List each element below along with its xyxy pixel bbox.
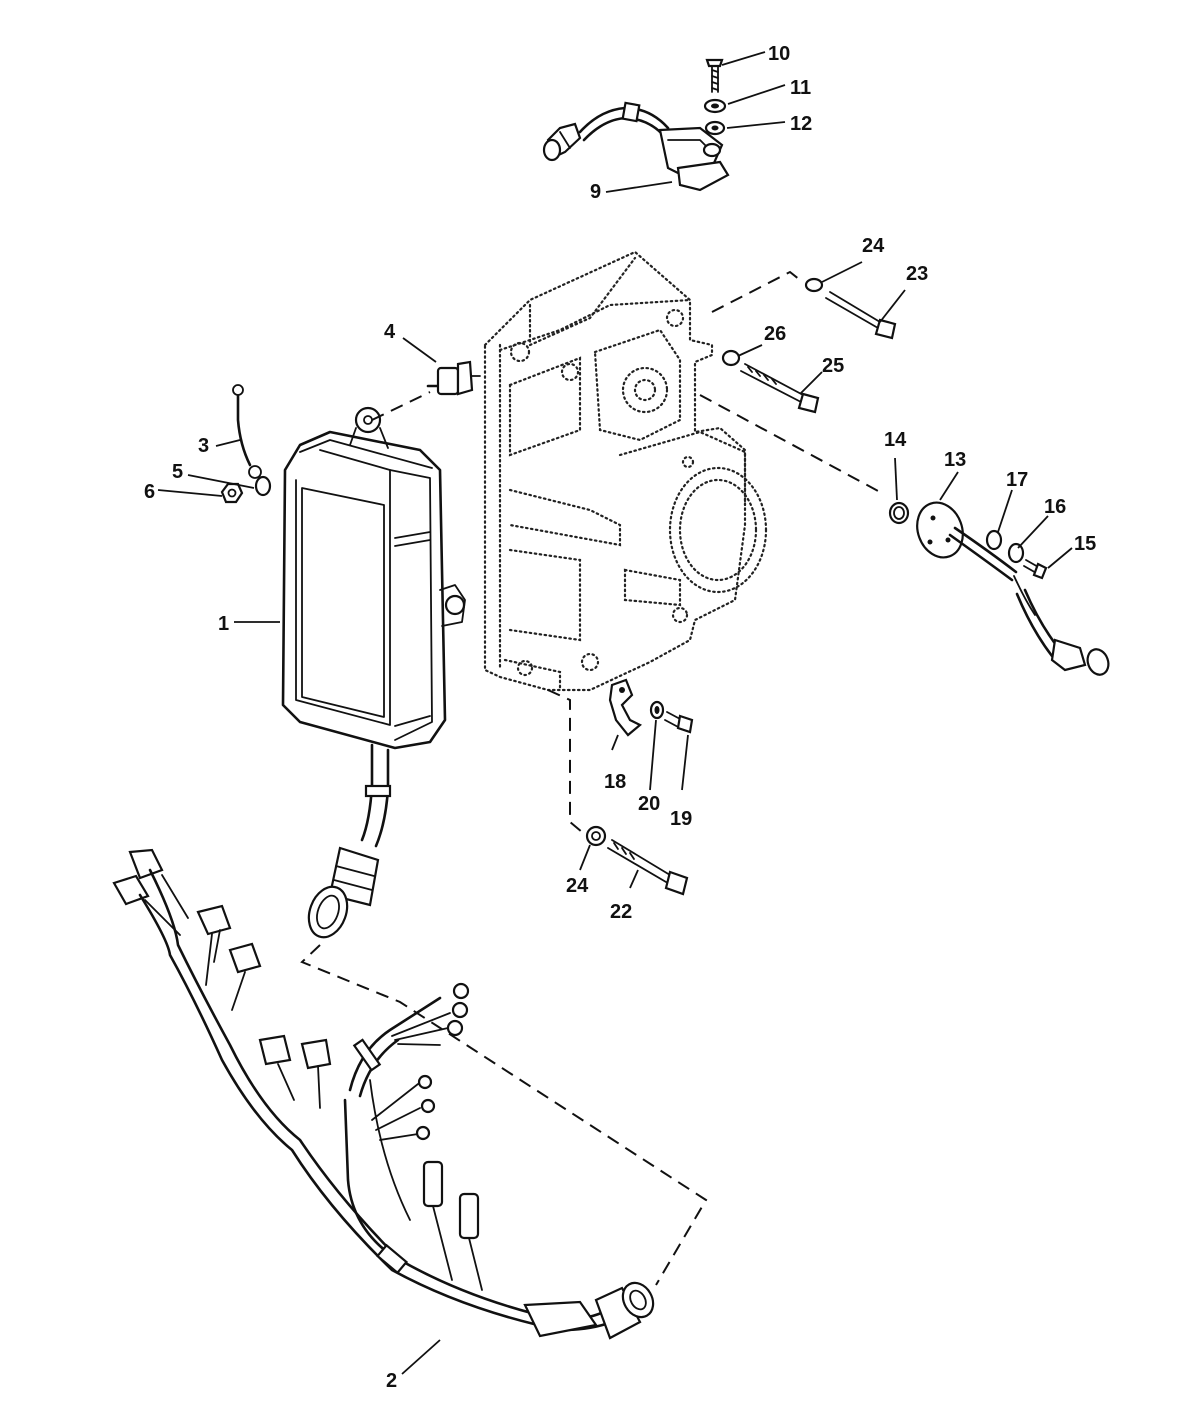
callout-17: 17 — [1006, 469, 1028, 491]
callout-3: 3 — [198, 435, 209, 457]
part-25-26-bolt-washer — [721, 349, 820, 414]
callout-18: 18 — [604, 771, 626, 793]
callout-24-upper: 24 — [862, 235, 885, 257]
part-2-wiring-harness — [112, 848, 708, 1340]
callout-5: 5 — [172, 461, 183, 483]
part-9-sensor — [542, 101, 730, 192]
part-13-17-sensor-plate — [699, 394, 1110, 676]
callout-13: 13 — [944, 449, 966, 471]
part-5-6-washer-nut — [220, 475, 272, 504]
callout-numbers: 1 2 3 4 5 6 9 10 11 12 13 14 15 16 17 18… — [144, 43, 1096, 1392]
callout-leaders — [157, 51, 1073, 1375]
callout-6: 6 — [144, 481, 155, 503]
callout-11: 11 — [790, 77, 811, 99]
part-23-24-bolt-washer — [711, 270, 897, 340]
callout-4: 4 — [384, 321, 396, 343]
callout-26: 26 — [764, 323, 786, 345]
callout-15: 15 — [1074, 533, 1096, 555]
callout-19: 19 — [670, 808, 692, 830]
callout-10: 10 — [768, 43, 790, 65]
part-3-ground-wire — [232, 384, 262, 479]
part-1-module-box — [281, 406, 466, 939]
callout-1: 1 — [218, 613, 229, 635]
part-10-12-bolt-washers — [703, 58, 727, 136]
engine-housing-ghost — [483, 250, 768, 692]
callout-20: 20 — [638, 793, 660, 815]
callout-16: 16 — [1044, 496, 1066, 518]
callout-2: 2 — [386, 1370, 397, 1392]
part-22-24-bolt-washer — [547, 689, 689, 896]
callout-25: 25 — [822, 355, 844, 377]
callout-9: 9 — [590, 181, 601, 203]
harness-connectors-left — [112, 848, 332, 1070]
callout-12: 12 — [790, 113, 812, 135]
callout-23: 23 — [906, 263, 928, 285]
callout-14: 14 — [884, 429, 907, 451]
part-18-20-ground-strap — [608, 678, 694, 737]
callout-24-lower: 24 — [566, 875, 589, 897]
callout-22: 22 — [610, 901, 632, 923]
part-4-isolator-mount — [371, 360, 481, 421]
